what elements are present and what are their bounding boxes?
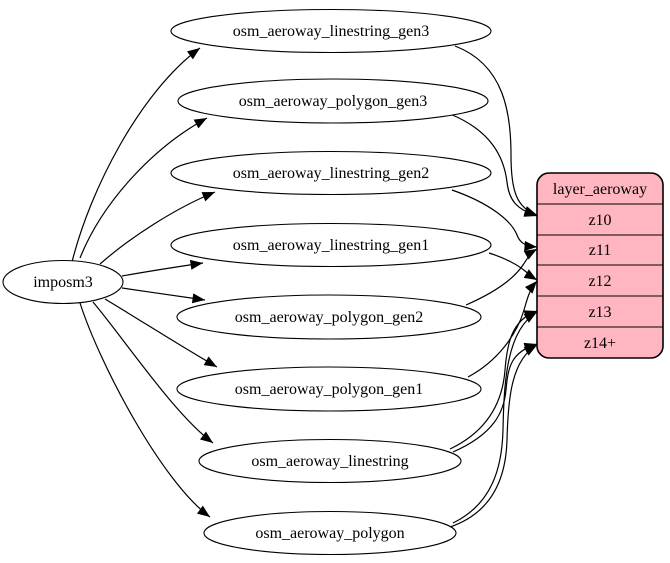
table-node-osm-aeroway-linestring-gen1: osm_aeroway_linestring_gen1	[170, 222, 492, 268]
edge-osm_aeroway_linestring_gen1-z12	[488, 252, 538, 281]
imposm3-ellipse	[2, 259, 124, 305]
edge-imposm3-osm_aeroway_polygon_gen2	[121, 287, 206, 304]
table-label: osm_aeroway_polygon_gen2	[235, 309, 423, 326]
table-label: osm_aeroway_linestring	[251, 453, 408, 470]
edge-osm_aeroway_linestring-z13	[449, 310, 538, 450]
edges-tables-to-layer	[449, 45, 538, 528]
table-node-osm-aeroway-polygon-gen2: osm_aeroway_polygon_gen2	[176, 294, 482, 340]
table-ellipse	[170, 150, 492, 196]
layer-row-z14: z14+	[584, 335, 616, 352]
table-node-osm-aeroway-polygon-gen1: osm_aeroway_polygon_gen1	[176, 366, 482, 412]
layer-row-z12: z12	[588, 273, 611, 290]
table-ellipse	[170, 8, 492, 54]
table-node-osm-aeroway-polygon: osm_aeroway_polygon	[203, 510, 457, 556]
edge-osm_aeroway_linestring_gen2-z11	[451, 189, 538, 251]
table-ellipse	[203, 510, 457, 556]
edges-source-to-tables	[71, 47, 218, 518]
table-node-osm-aeroway-linestring-gen3: osm_aeroway_linestring_gen3	[170, 8, 492, 54]
edge-osm_aeroway_polygon_gen3-z10	[449, 113, 538, 217]
table-ellipse	[198, 438, 462, 484]
edge-imposm3-osm_aeroway_linestring_gen1	[121, 259, 204, 277]
table-node-osm-aeroway-polygon-gen3: osm_aeroway_polygon_gen3	[177, 78, 489, 124]
edge-imposm3-osm_aeroway_polygon_gen1	[104, 298, 218, 368]
table-label: osm_aeroway_linestring_gen1	[233, 237, 429, 254]
layer-node-layer-aeroway: layer_aeroway z10 z11 z12 z13 z14+	[536, 172, 664, 359]
edge-osm_aeroway_polygon-z14	[449, 344, 538, 528]
table-label: osm_aeroway_polygon	[255, 525, 404, 542]
layer-header: layer_aeroway	[553, 181, 647, 198]
table-node-osm-aeroway-linestring-gen2: osm_aeroway_linestring_gen2	[170, 150, 492, 196]
table-ellipse	[170, 222, 492, 268]
edge-osm_aeroway_polygon_gen2-z11	[465, 248, 538, 306]
layer-row-z13: z13	[588, 304, 611, 321]
edge-osm_aeroway_polygon-z13	[452, 311, 538, 524]
edge-osm_aeroway_polygon_gen1-z12	[467, 280, 538, 378]
layer-row-z11: z11	[589, 242, 612, 259]
edge-osm_aeroway_linestring-z14	[452, 342, 538, 453]
imposm3-label: imposm3	[33, 274, 93, 291]
table-ellipse	[177, 78, 489, 124]
edge-imposm3-osm_aeroway_linestring_gen3	[71, 47, 201, 263]
table-node-osm-aeroway-linestring: osm_aeroway_linestring	[198, 438, 462, 484]
table-label: osm_aeroway_linestring_gen2	[233, 165, 429, 182]
table-label: osm_aeroway_polygon_gen3	[239, 93, 427, 110]
edge-imposm3-osm_aeroway_linestring_gen2	[99, 191, 216, 265]
source-node-imposm3: imposm3	[2, 259, 124, 305]
table-ellipse	[176, 294, 482, 340]
table-ellipse	[176, 366, 482, 412]
table-label: osm_aeroway_linestring_gen3	[233, 23, 429, 40]
edge-imposm3-osm_aeroway_linestring	[92, 301, 214, 444]
table-label: osm_aeroway_polygon_gen1	[235, 381, 423, 398]
edge-osm_aeroway_linestring_gen3-z10	[454, 45, 538, 216]
layer-row-z10: z10	[588, 212, 611, 229]
edge-imposm3-osm_aeroway_polygon	[79, 302, 211, 518]
edge-imposm3-osm_aeroway_polygon_gen3	[79, 117, 208, 259]
